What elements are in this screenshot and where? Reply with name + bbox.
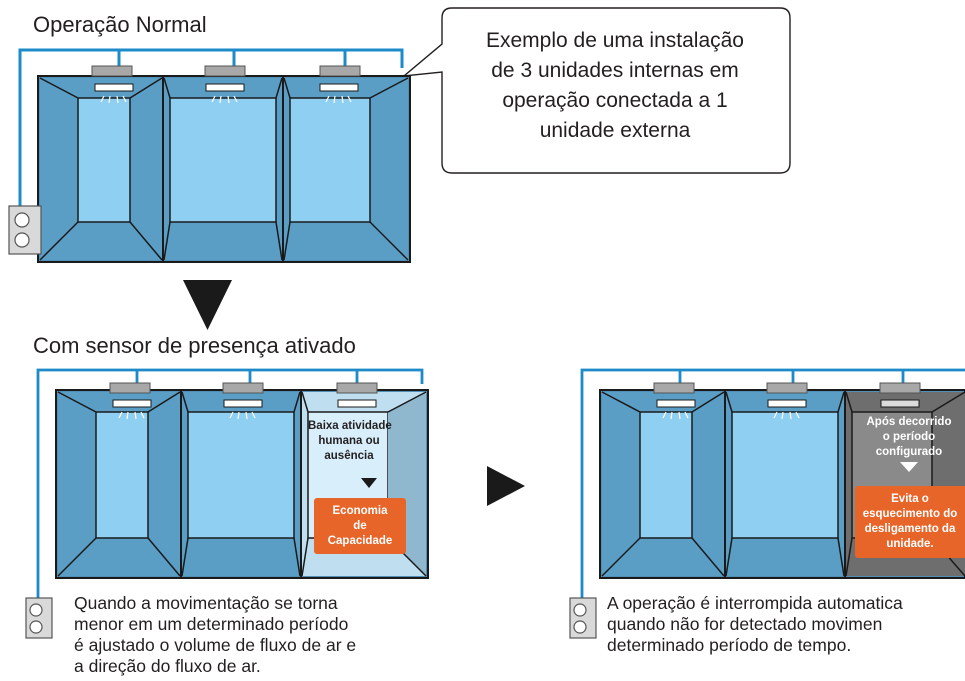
label-line: humana ou (318, 435, 380, 447)
box-line: de (353, 519, 367, 532)
avoid-forgetting-box: Evita o esquecimento do desligamento da … (855, 486, 965, 558)
label-line: ausência (324, 450, 374, 462)
label-line: configurado (875, 446, 943, 458)
caption-line: A operação é interrompida automatica (607, 593, 903, 613)
label-line: Após decorrido (866, 416, 952, 428)
box-line: esquecimento do (862, 508, 958, 520)
label-line: Baixa atividade (308, 420, 392, 432)
box-line: desligamento da (864, 523, 956, 535)
box-line: Capacidade (327, 534, 393, 547)
right-caption: A operação é interrompida automatica qua… (607, 593, 965, 656)
caption-line: quando não for detectado movimen (607, 614, 883, 634)
callout-line: unidade externa (539, 119, 691, 142)
caption-line: é ajustado o volume de fluxo de ar e (74, 635, 357, 655)
refrigerant-pipes (18, 48, 404, 212)
capacity-savings-box: Economia de Capacidade (314, 498, 406, 554)
box-line: Evita o (891, 493, 929, 505)
caption-line: determinado período de tempo. (607, 635, 852, 655)
callout-line: de 3 unidades internas em (491, 59, 739, 82)
callout-line: Exemplo de uma instalação (486, 29, 744, 52)
caption-line: a direção do fluxo de ar. (74, 656, 261, 676)
callout-text: Exemplo de uma instalação de 3 unidades … (448, 26, 782, 146)
callout-line: operação conectada a 1 (502, 89, 728, 112)
heading-presence-sensor: Com sensor de presença ativado (33, 333, 356, 358)
indoor-unit-1 (91, 65, 134, 104)
left-caption: Quando a movimentação se torna menor em … (74, 593, 434, 677)
box-line: unidade. (886, 538, 934, 550)
outdoor-unit (8, 205, 42, 255)
room-1 (39, 77, 163, 261)
indoor-unit-3 (319, 65, 361, 104)
indoor-unit-2 (204, 65, 246, 104)
elapsed-period-label: Após decorrido o período configurado (856, 415, 962, 460)
room-3 (283, 77, 409, 261)
label-line: o período (882, 431, 936, 443)
heading-normal-operation: Operação Normal (33, 12, 207, 37)
box-line: Economia (332, 504, 388, 517)
low-activity-label: Baixa atividade humana ou ausência (308, 419, 392, 464)
room-2 (163, 77, 283, 261)
caption-line: menor em um determinado período (74, 614, 349, 634)
down-arrow-icon (183, 280, 232, 330)
right-arrow-icon (487, 466, 525, 506)
caption-line: Quando a movimentação se torna (74, 593, 338, 613)
callout: Exemplo de uma instalação de 3 unidades … (440, 8, 790, 173)
